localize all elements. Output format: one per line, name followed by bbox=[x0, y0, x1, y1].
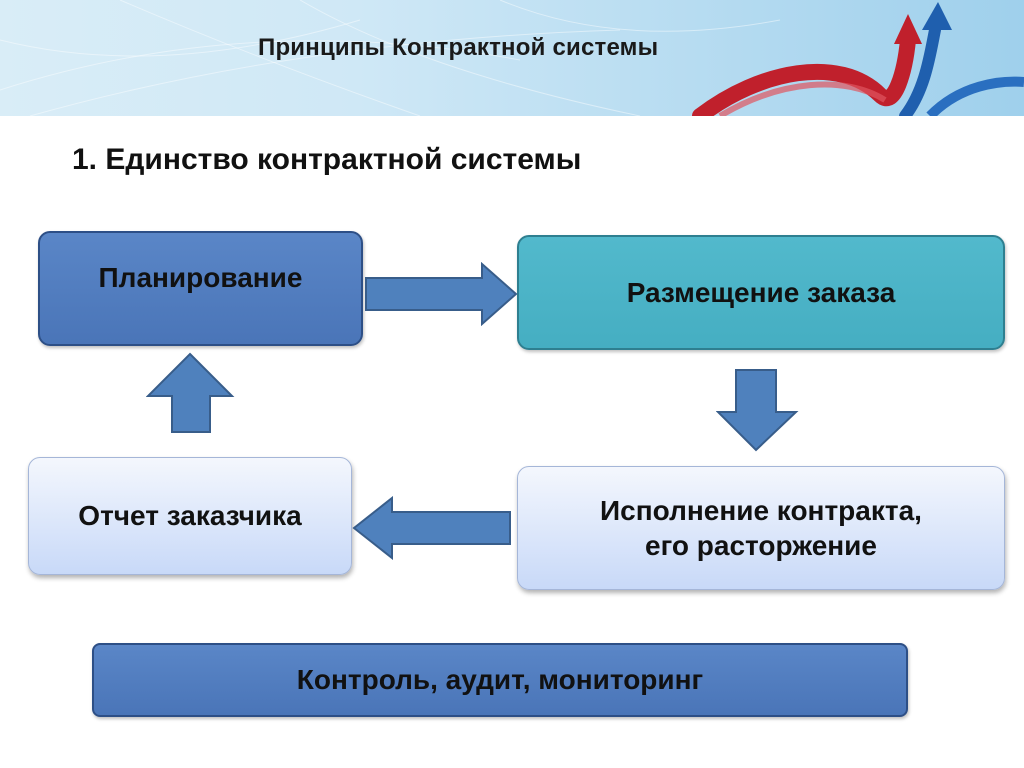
up-arrow bbox=[146, 352, 235, 433]
order-placement-label: Размещение заказа bbox=[626, 276, 896, 308]
section-heading: 1. Единство контрактной системы bbox=[72, 143, 582, 176]
contract-execution-label-line1: Исполнение контракта, bbox=[600, 495, 922, 526]
right-arrow bbox=[365, 262, 518, 326]
customer-report-box: Отчет заказчика bbox=[28, 457, 352, 575]
down-arrow bbox=[716, 369, 799, 452]
header-title: Принципы Контрактной системы bbox=[258, 34, 659, 61]
planning-label: Планирование bbox=[98, 261, 303, 293]
contract-execution-box: Исполнение контракта, его расторжение bbox=[517, 466, 1005, 590]
customer-report-label: Отчет заказчика bbox=[78, 500, 302, 531]
control-audit-label: Контроль, аудит, мониторинг bbox=[296, 664, 704, 695]
control-audit-box: Контроль, аудит, мониторинг bbox=[92, 643, 908, 717]
header-background-lines bbox=[0, 0, 781, 116]
left-arrow bbox=[352, 496, 511, 560]
contract-execution-label-line2: его расторжение bbox=[645, 530, 877, 561]
order-placement-box: Размещение заказа bbox=[517, 235, 1005, 350]
swoosh-arrows-icon bbox=[692, 2, 1024, 116]
header-banner: Принципы Контрактной системы bbox=[0, 0, 1024, 116]
planning-box: Планирование bbox=[38, 231, 363, 346]
